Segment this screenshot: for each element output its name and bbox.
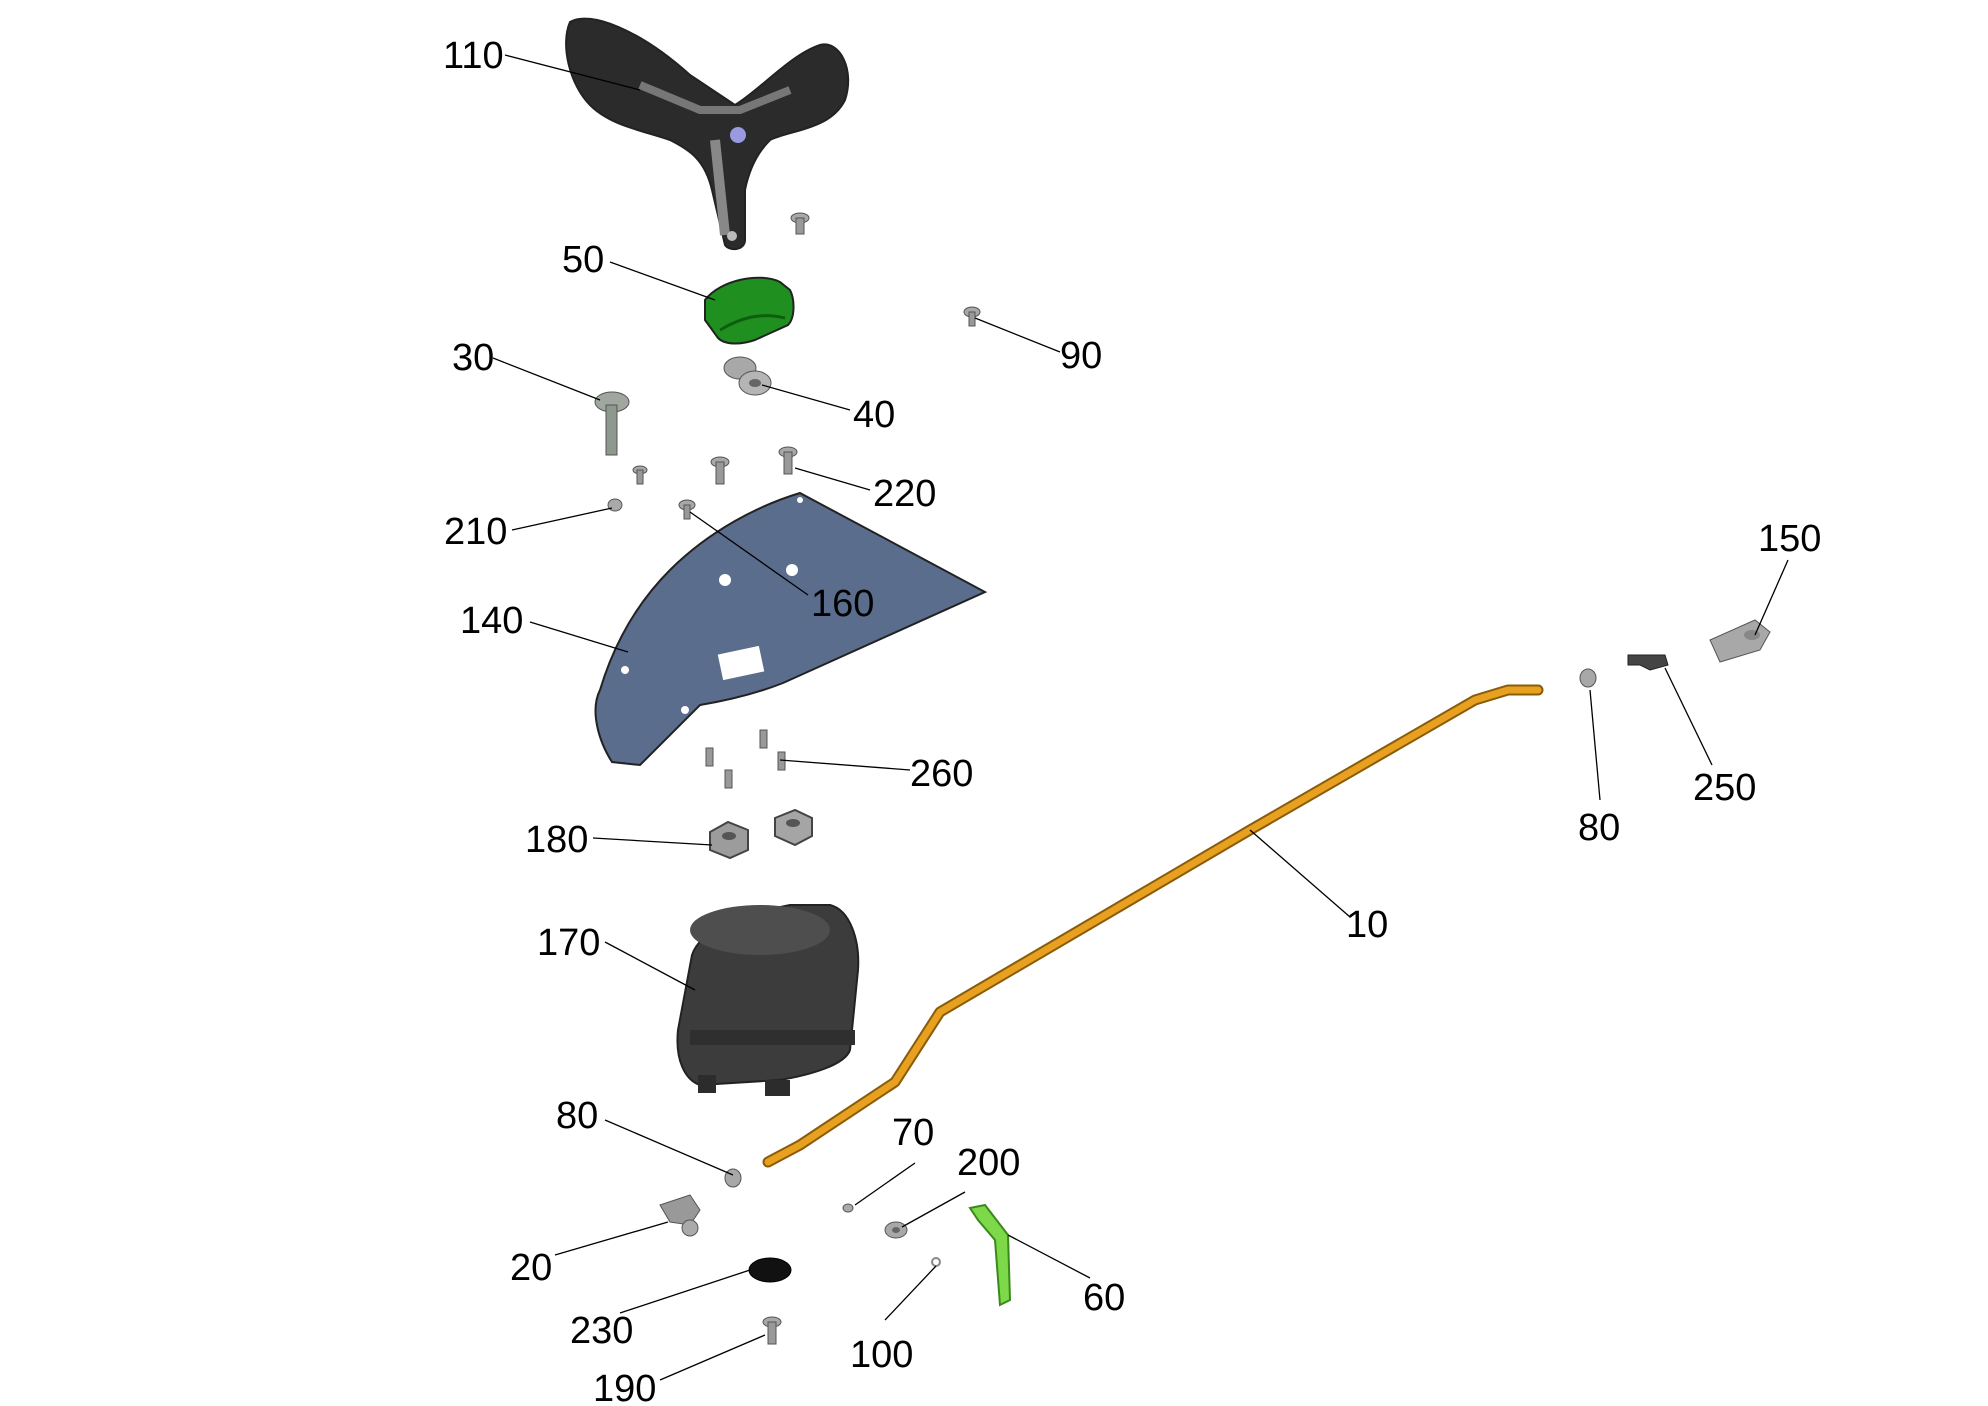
leader-lines (492, 54, 1789, 1381)
callout-90: 90 (1060, 335, 1102, 377)
callout-140: 140 (460, 600, 523, 642)
part-80-left-washer (724, 1168, 742, 1188)
part-140-plate (594, 491, 988, 767)
part-190-screw (762, 1316, 782, 1345)
screws-cluster-upper (607, 446, 798, 520)
part-80-right-washer (1579, 668, 1597, 688)
part-180-nuts (709, 808, 813, 860)
part-30-bolt (594, 391, 630, 456)
callout-100: 100 (850, 1334, 913, 1376)
part-200-washer (884, 1221, 908, 1239)
part-50-green-block (704, 276, 795, 345)
callout-30: 30 (452, 337, 494, 379)
callout-250: 250 (1693, 767, 1756, 809)
part-40-spacer (723, 356, 772, 396)
callout-260: 260 (910, 753, 973, 795)
callout-220: 220 (873, 473, 936, 515)
callout-150: 150 (1758, 518, 1821, 560)
part-260-screws (705, 729, 786, 789)
callout-70: 70 (892, 1112, 934, 1154)
callout-20: 20 (510, 1247, 552, 1289)
part-250-clip (1627, 654, 1669, 671)
callout-230: 230 (570, 1310, 633, 1352)
callout-labels: 110 50 90 30 40 220 210 160 140 260 180 … (443, 35, 1821, 1406)
part-230-grommet (748, 1257, 792, 1283)
callout-10: 10 (1346, 904, 1388, 946)
callout-80-left: 80 (556, 1095, 598, 1137)
callout-110: 110 (443, 35, 504, 77)
callout-80-right: 80 (1578, 807, 1620, 849)
callout-190: 190 (593, 1368, 656, 1406)
callout-50: 50 (562, 239, 604, 281)
screw-upper (790, 212, 810, 235)
callout-170: 170 (537, 922, 600, 964)
part-60-green-lever (968, 1203, 1012, 1307)
callout-180: 180 (525, 819, 588, 861)
part-90-screw (963, 306, 981, 327)
callout-160: 160 (811, 583, 874, 625)
callout-200: 200 (957, 1142, 1020, 1184)
callout-40: 40 (853, 394, 895, 436)
part-110-handle (565, 17, 850, 251)
callout-210: 210 (444, 511, 507, 553)
part-170-housing (676, 904, 860, 1096)
part-10-rod (762, 684, 1544, 1168)
part-70-pin (842, 1203, 854, 1213)
callout-60: 60 (1083, 1277, 1125, 1319)
part-20-ball-joint (659, 1194, 701, 1237)
part-100-pin (931, 1257, 941, 1267)
part-150-clevis (1709, 619, 1771, 663)
